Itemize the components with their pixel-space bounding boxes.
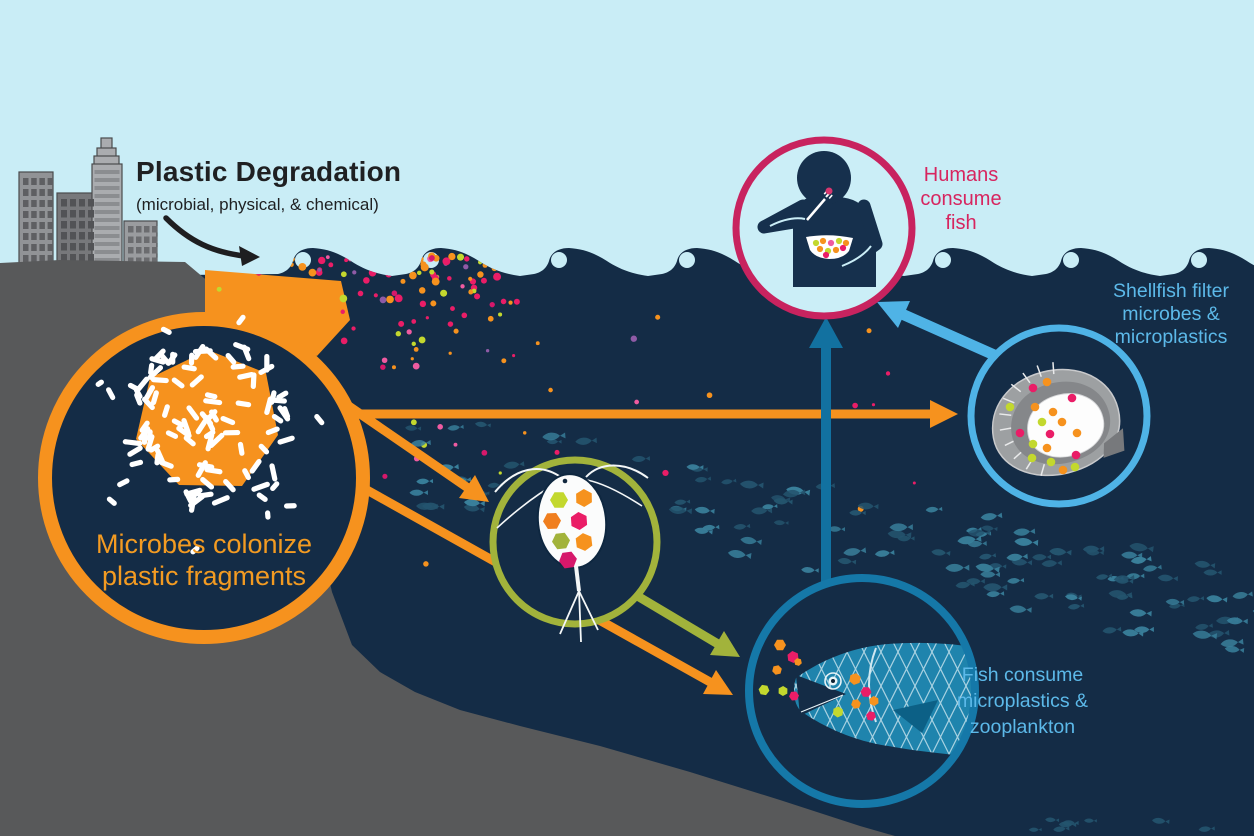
flow-arrow-microbes-to-shellfish xyxy=(352,400,958,428)
plastic-degradation-arrow-icon xyxy=(163,215,260,266)
city-windows xyxy=(23,170,158,264)
page-subtitle: (microbial, physical, & chemical) xyxy=(136,195,379,214)
plastic-degradation-title-block: Plastic Degradation (microbial, physical… xyxy=(136,154,401,215)
node-humans xyxy=(732,136,916,320)
label-microbes: Microbes colonize plastic fragments xyxy=(95,529,313,591)
node-zooplankton xyxy=(489,456,661,643)
node-shellfish xyxy=(967,324,1151,508)
node-microbes xyxy=(38,312,370,644)
fork-icon xyxy=(806,198,826,221)
label-fish: Fish consume microplastics & zooplankton xyxy=(956,664,1089,738)
flow-arrow-fish-to-humans xyxy=(809,317,843,610)
microbe-bacteria-icon xyxy=(95,314,325,555)
label-humans: Humans consume fish xyxy=(920,164,1002,234)
page-title: Plastic Degradation xyxy=(136,156,402,187)
node-fish xyxy=(745,574,979,808)
oyster-icon xyxy=(991,362,1125,477)
label-shellfish: Shellfish filter microbes & microplastic… xyxy=(1113,280,1229,348)
flow-arrow-microbes-to-zooplankton xyxy=(337,396,489,502)
fish-school-pattern xyxy=(405,421,1254,832)
human-eating-icon xyxy=(757,151,883,287)
magnifier-wedge xyxy=(205,270,350,356)
food-morsel-icon xyxy=(825,187,833,195)
zooplankton-icon xyxy=(494,464,649,643)
